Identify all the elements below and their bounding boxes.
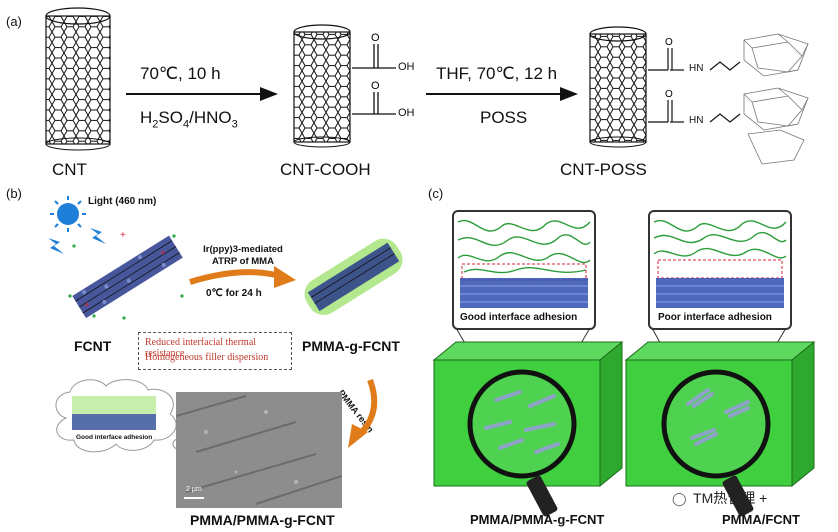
amide-hn-1: HN — [689, 63, 704, 74]
svg-text:O: O — [371, 80, 380, 92]
svg-text:+: + — [120, 230, 126, 241]
reagent-line-1: Ir(ppy)3-mediated — [203, 244, 283, 255]
svg-text:+: + — [160, 248, 166, 259]
orange-arrow-1 — [189, 266, 296, 288]
cooh-oh-1: OH — [398, 61, 415, 73]
svg-text:+: + — [84, 300, 90, 311]
fcnt-tube: + + + — [68, 230, 184, 320]
inset-good: Good interface adhesion — [452, 210, 596, 330]
step2-reagent: POSS — [480, 108, 528, 127]
inset-poor: Poor interface adhesion — [648, 210, 792, 330]
amide-hn-2: HN — [689, 115, 704, 126]
svg-text:O: O — [665, 37, 673, 48]
watermark-text: TM热管理 + — [693, 490, 768, 506]
scale-bar-label: 2 μm — [186, 486, 202, 493]
cooh-groups: O O — [352, 32, 396, 115]
benefit-2: Homogeneous filler dispersion — [145, 352, 269, 363]
product-label: PMMA-g-FCNT — [302, 338, 400, 354]
cnt-poss-tube — [589, 26, 647, 148]
cloud-label: Good interface adhesion — [76, 434, 153, 441]
composite-label-c-left: PMMA/PMMA-g-FCNT — [470, 512, 605, 527]
cnt-cooh-label: CNT-COOH — [280, 160, 371, 179]
sun-light-icon — [48, 196, 106, 254]
poss-groups: O O — [648, 33, 809, 165]
cnt-label: CNT — [52, 160, 87, 179]
composite-label-c-right: PMMA/FCNT — [722, 512, 800, 527]
reagent-line-2: ATRP of MMA — [212, 256, 274, 267]
benefits-box: Reduced interfacial thermal resistance H… — [138, 332, 292, 370]
inset-good-label: Good interface adhesion — [460, 312, 578, 323]
svg-text:O: O — [665, 89, 673, 100]
panel-a-tag: (a) — [6, 14, 22, 29]
light-label: Light (460 nm) — [88, 196, 157, 207]
composite-label-b: PMMA/PMMA-g-FCNT — [190, 512, 335, 528]
reaction-arrow-1 — [126, 87, 278, 101]
panel-c-tag: (c) — [428, 186, 444, 201]
step1-reagents: H2SO4/HNO3 — [140, 108, 238, 131]
fcnt-label: FCNT — [74, 338, 112, 354]
panel-b-tag: (b) — [6, 186, 22, 201]
step1-conditions: 70℃, 10 h — [140, 64, 221, 83]
watermark: ◯ TM热管理 + — [672, 488, 832, 508]
inset-good-art — [457, 219, 591, 308]
pmma-g-fcnt-tube — [304, 238, 403, 315]
step2-conditions: THF, 70℃, 12 h — [436, 64, 558, 83]
reaction-conditions: 0℃ for 24 h — [206, 288, 262, 299]
inset-poor-art — [653, 219, 787, 308]
sem-image: 2 μm — [175, 392, 343, 508]
wechat-icon: ◯ — [672, 491, 687, 506]
composite-blocks — [432, 327, 816, 517]
benefit-1: Reduced interfacial thermal resistance — [145, 337, 257, 359]
cnt-tube-1 — [45, 7, 111, 151]
inset-poor-label: Poor interface adhesion — [658, 312, 772, 323]
sem-texture — [175, 395, 343, 505]
reaction-arrow-2 — [426, 87, 578, 101]
cooh-oh-2: OH — [398, 107, 415, 119]
cnt-cooh-tube — [293, 24, 351, 148]
svg-text:O: O — [371, 32, 380, 44]
orange-arrow-2 — [348, 378, 378, 448]
cnt-poss-label: CNT-POSS — [560, 160, 647, 179]
